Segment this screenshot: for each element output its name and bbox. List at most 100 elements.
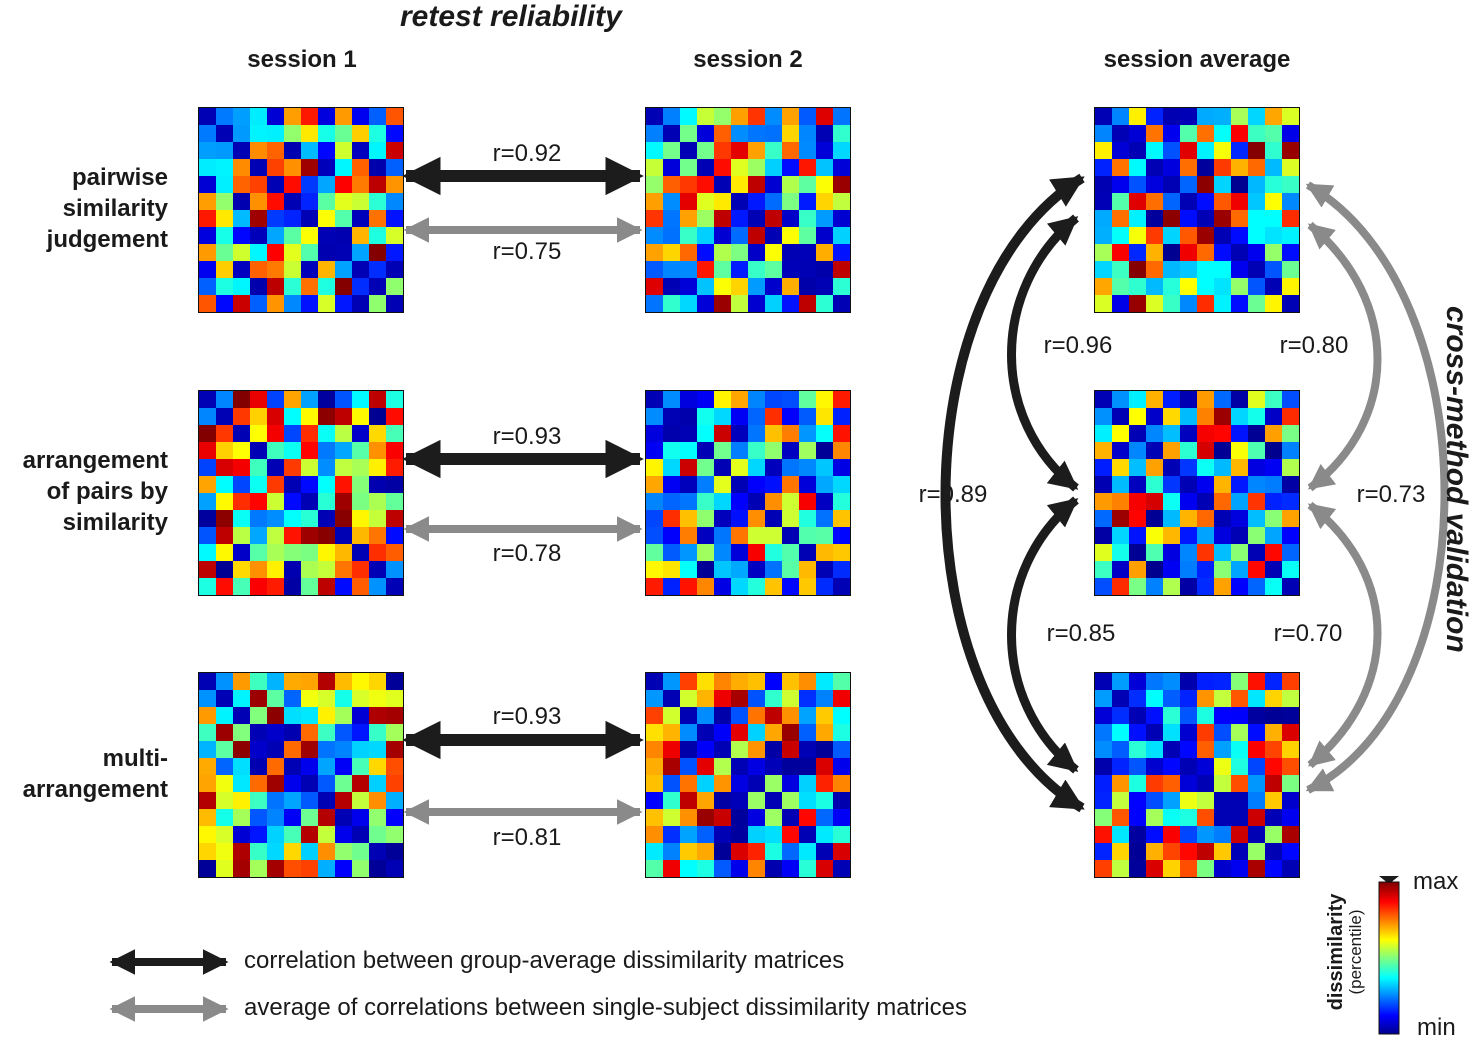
matrix-cell <box>1095 707 1113 725</box>
matrix-cell <box>680 561 698 579</box>
matrix-cell <box>1095 860 1113 877</box>
matrix-cell <box>267 578 285 595</box>
matrix-cell <box>1282 741 1299 759</box>
matrix-cell <box>1163 843 1181 861</box>
matrix-cell <box>646 476 664 494</box>
matrix-cell <box>1146 673 1164 691</box>
matrix-cell <box>646 425 664 443</box>
matrix-cell <box>1163 425 1181 443</box>
matrix-cell <box>335 176 353 194</box>
matrix-cell <box>233 295 251 312</box>
matrix-cell <box>267 159 285 177</box>
matrix-cell <box>765 210 783 228</box>
matrix-cell <box>250 261 268 279</box>
matrix-cell <box>680 391 698 409</box>
matrix-cell <box>250 193 268 211</box>
matrix-cell <box>216 193 234 211</box>
matrix-cell <box>1095 493 1113 511</box>
matrix-cell <box>335 210 353 228</box>
matrix-cell <box>799 476 817 494</box>
cross-label-single-2-3: r=0.70 <box>1273 620 1343 647</box>
matrix-cell <box>1248 193 1266 211</box>
matrix-cell <box>216 159 234 177</box>
retest-label-group-row3: r=0.93 <box>492 703 562 730</box>
matrix-cell <box>233 775 251 793</box>
matrix-cell <box>1095 125 1113 143</box>
matrix-cell <box>233 108 251 126</box>
matrix-cell <box>1265 792 1283 810</box>
matrix-cell <box>833 193 850 211</box>
matrix-cell <box>1180 408 1198 426</box>
matrix-cell <box>731 527 749 545</box>
matrix-cell <box>816 244 834 262</box>
matrix-cell <box>799 792 817 810</box>
matrix-cell <box>1163 724 1181 742</box>
matrix-cell <box>1129 278 1147 296</box>
matrix-cell <box>335 459 353 477</box>
matrix-cell <box>267 125 285 143</box>
matrix-cell <box>233 527 251 545</box>
matrix-cell <box>1282 227 1299 245</box>
matrix-cell <box>1163 408 1181 426</box>
matrix-cell <box>714 673 732 691</box>
matrix-cell <box>1129 210 1147 228</box>
matrix-cell <box>1146 724 1164 742</box>
matrix-cell <box>714 227 732 245</box>
matrix-cell <box>250 142 268 160</box>
matrix-cell <box>1112 673 1130 691</box>
matrix-cell <box>199 561 217 579</box>
matrix-cell <box>1095 295 1113 312</box>
matrix-cell <box>352 210 370 228</box>
matrix-cell <box>1197 244 1215 262</box>
matrix-cell <box>782 125 800 143</box>
colorbar-min-label: min <box>1417 1014 1456 1041</box>
matrix-cell <box>680 278 698 296</box>
matrix-cell <box>782 176 800 194</box>
matrix-cell <box>782 193 800 211</box>
matrix-cell <box>782 142 800 160</box>
matrix-cell <box>731 578 749 595</box>
matrix-cell <box>697 741 715 759</box>
matrix-cell <box>318 510 336 528</box>
matrix-cell <box>646 561 664 579</box>
matrix-cell <box>646 809 664 827</box>
matrix-cell <box>714 792 732 810</box>
matrix-cell <box>1265 690 1283 708</box>
matrix-cell <box>267 673 285 691</box>
matrix-cell <box>1248 673 1266 691</box>
matrix-cell <box>250 459 268 477</box>
matrix-cell <box>1180 261 1198 279</box>
matrix-cell <box>731 408 749 426</box>
matrix-cell <box>1112 244 1130 262</box>
matrix-cell <box>386 741 403 759</box>
matrix-cell <box>250 578 268 595</box>
matrix-cell <box>1214 442 1232 460</box>
matrix-cell <box>386 527 403 545</box>
matrix-cell <box>335 673 353 691</box>
matrix-cell <box>1214 527 1232 545</box>
matrix-cell <box>663 724 681 742</box>
matrix-cell <box>1112 261 1130 279</box>
matrix-cell <box>714 159 732 177</box>
matrix-cell <box>816 227 834 245</box>
matrix-cell <box>1112 210 1130 228</box>
matrix-cell <box>1163 741 1181 759</box>
matrix-cell <box>782 843 800 861</box>
cross-arrow-single-2-3 <box>1307 501 1382 769</box>
matrix-cell <box>1197 826 1215 844</box>
matrix-cell <box>318 210 336 228</box>
matrix-cell <box>714 261 732 279</box>
matrix-cell <box>1146 408 1164 426</box>
matrix-cell <box>1112 775 1130 793</box>
matrix-cell <box>697 278 715 296</box>
matrix-cell <box>301 690 319 708</box>
matrix-cell <box>1180 809 1198 827</box>
matrix-arrangement-average <box>1094 390 1300 596</box>
matrix-cell <box>216 210 234 228</box>
matrix-cell <box>216 125 234 143</box>
matrix-cell <box>833 792 850 810</box>
matrix-cell <box>748 244 766 262</box>
matrix-cell <box>1197 142 1215 160</box>
matrix-cell <box>1146 843 1164 861</box>
matrix-cell <box>663 775 681 793</box>
